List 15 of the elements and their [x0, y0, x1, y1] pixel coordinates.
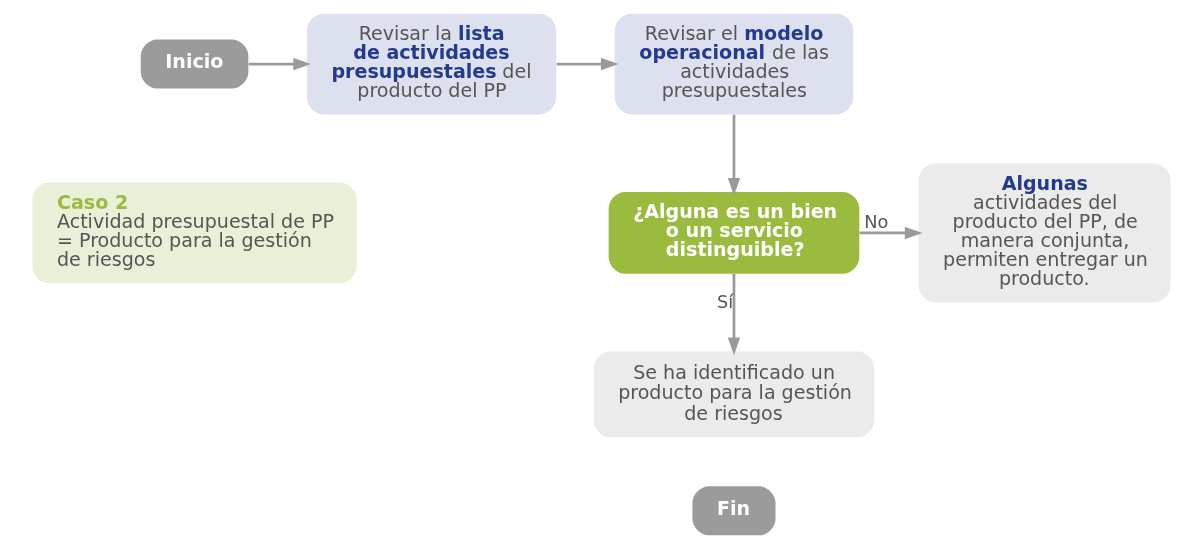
node-box: Algunas actividades del producto del PP, de manera conjunta, permiten entregar un producto.: [918, 163, 1171, 303]
node-box: Revisar la lista de actividades presupuestales del producto del PP: [306, 13, 556, 115]
node-box: Caso 2 Actividad presupuestal de PP = Producto para la gestión de riesgos: [31, 182, 357, 284]
arrow: [859, 226, 923, 240]
node-box: Se ha identificado un producto para la gestión de riesgos: [593, 351, 874, 438]
arrow: [727, 114, 740, 196]
arrow: [248, 57, 311, 71]
node-box: Fin: [691, 486, 775, 536]
arrow: [727, 273, 740, 356]
node-box: Inicio: [140, 39, 248, 89]
node-box: ¿Alguna es un bien o un servicio distinguible?: [608, 192, 859, 274]
node-box: Revisar el modelo operacional de las actividades presupuestales: [614, 13, 853, 115]
arrow: [556, 57, 619, 71]
edge-label: No: [863, 212, 888, 233]
edge-label: Sí: [716, 291, 733, 312]
